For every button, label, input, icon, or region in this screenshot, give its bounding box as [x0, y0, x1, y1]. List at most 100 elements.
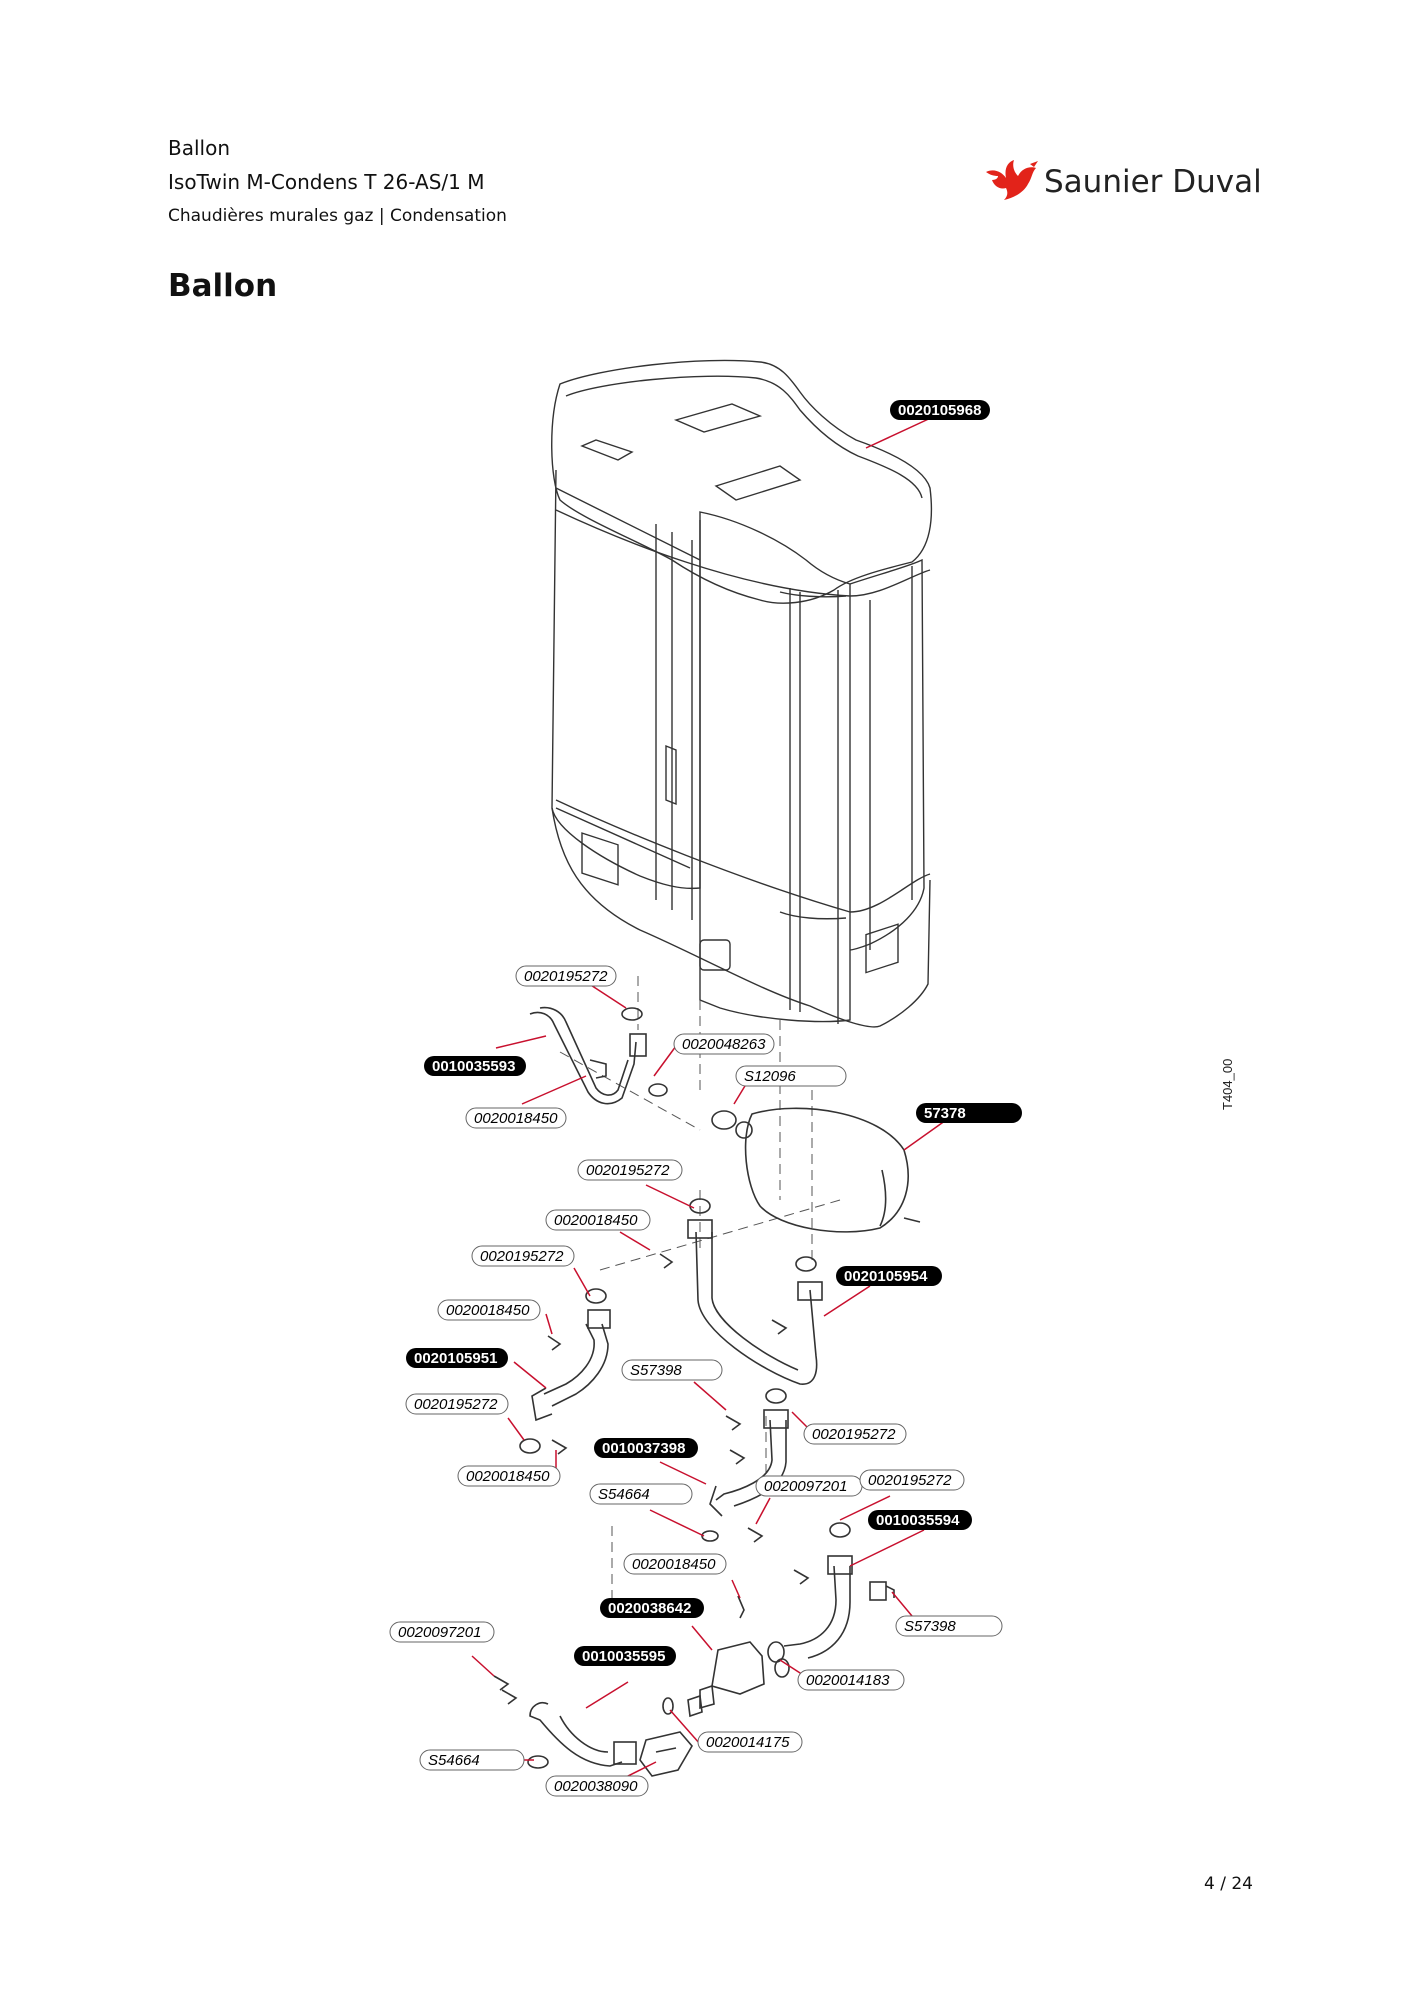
part-label: S57398 — [895, 1615, 1003, 1637]
part-label-code: 0020105951 — [414, 1350, 497, 1367]
part-label: S54664 — [419, 1749, 525, 1771]
part-label-highlighted: 0020105951 — [406, 1348, 508, 1368]
part-label-code: 57378 — [924, 1105, 966, 1122]
part-label-code: 0020097201 — [398, 1624, 481, 1641]
part-label-code: 0020195272 — [868, 1472, 952, 1489]
part-label-box — [895, 1615, 1003, 1637]
bird-logo-icon — [986, 160, 1038, 200]
part-label: 0020018450 — [545, 1209, 651, 1231]
part-label: 0020097201 — [755, 1475, 863, 1497]
brand-logo: Saunier Duval — [976, 156, 1276, 212]
part-callouts: 0020105968 0020195272 0010035593 0020048263… — [389, 400, 1022, 1797]
part-label-code: 0020048263 — [682, 1036, 766, 1053]
part-label-highlighted: 0010035595 — [574, 1646, 676, 1666]
part-label: 0020195272 — [803, 1423, 907, 1445]
part-label-highlighted: 0020038642 — [600, 1598, 704, 1618]
part-label-box — [803, 1423, 907, 1445]
part-label-code: 0020195272 — [480, 1248, 564, 1265]
part-label: 0020018450 — [465, 1107, 567, 1129]
part-label-box — [515, 965, 617, 987]
part-label: 0020195272 — [577, 1159, 683, 1181]
part-label-code: 0020014183 — [806, 1672, 890, 1689]
part-label-box — [600, 1598, 704, 1618]
part-label-code: 0020018450 — [474, 1110, 558, 1127]
part-label-code: 0020038642 — [608, 1600, 691, 1617]
part-label-code: 0010035595 — [582, 1648, 665, 1665]
part-label-code: S12096 — [744, 1068, 796, 1085]
brand-name: Saunier Duval — [1044, 164, 1262, 200]
part-label: 0020048263 — [673, 1033, 775, 1055]
part-label-code: 0020195272 — [586, 1162, 670, 1179]
drawing-code-text: T404_00 — [1220, 1059, 1235, 1110]
part-label: 0020195272 — [405, 1393, 509, 1415]
part-label-code: 0020097201 — [764, 1478, 847, 1495]
part-label-box — [437, 1299, 541, 1321]
part-label-code: S54664 — [598, 1486, 650, 1503]
part-label-code: 0020195272 — [524, 968, 608, 985]
part-label: S57398 — [621, 1359, 723, 1381]
part-label-code: 0020018450 — [446, 1302, 530, 1319]
part-label-box — [574, 1646, 676, 1666]
part-label: 0020018450 — [457, 1465, 561, 1487]
part-label-box — [465, 1107, 567, 1129]
part-label-box — [545, 1209, 651, 1231]
part-label: 0020195272 — [471, 1245, 575, 1267]
part-label-box — [406, 1348, 508, 1368]
part-label-code: 0020014175 — [706, 1734, 790, 1751]
part-label-highlighted: 0010035594 — [868, 1510, 972, 1530]
part-label-highlighted: 57378 — [916, 1103, 1022, 1123]
part-label-box — [424, 1056, 526, 1076]
part-label-highlighted: 0020105968 — [890, 400, 990, 420]
part-label-box — [545, 1775, 649, 1797]
part-label-box — [735, 1065, 847, 1087]
part-label-box — [589, 1483, 693, 1505]
part-label-box — [621, 1359, 723, 1381]
page-title: Ballon — [168, 268, 278, 304]
dashed-axis-lines — [559, 976, 841, 1600]
part-label: 0020195272 — [859, 1469, 965, 1491]
part-label-code: 0020105968 — [898, 402, 981, 419]
part-label-code: 0020018450 — [554, 1212, 638, 1229]
part-label-code: S54664 — [428, 1752, 480, 1769]
leader-lines — [471, 409, 957, 1789]
part-label-box — [457, 1465, 561, 1487]
part-label-box — [471, 1245, 575, 1267]
part-label: 0020014183 — [797, 1669, 905, 1691]
header-model: IsoTwin M-Condens T 26-AS/1 M — [168, 170, 485, 194]
part-label-highlighted: 0010035593 — [424, 1056, 526, 1076]
part-label-box — [836, 1266, 942, 1286]
part-label-code: S57398 — [630, 1362, 682, 1379]
part-label-box — [859, 1469, 965, 1491]
part-label-code: 0020018450 — [466, 1468, 550, 1485]
part-label-box — [577, 1159, 683, 1181]
part-label-highlighted: 0020105954 — [836, 1266, 942, 1286]
page-number: 4 / 24 — [1204, 1874, 1253, 1894]
part-label-code: 0010035593 — [432, 1058, 515, 1075]
part-label-box — [868, 1510, 972, 1530]
part-label-box — [419, 1749, 525, 1771]
part-label-box — [697, 1731, 803, 1753]
part-label-box — [594, 1438, 698, 1458]
tank-drawing — [551, 359, 933, 1028]
part-label-code: 0020038090 — [554, 1778, 638, 1795]
part-label: S12096 — [735, 1065, 847, 1087]
part-label-code: 0020195272 — [812, 1426, 896, 1443]
part-label-box — [890, 400, 990, 420]
part-label: 0020018450 — [437, 1299, 541, 1321]
part-label-box — [916, 1103, 1022, 1123]
part-label-code: 0020195272 — [414, 1396, 498, 1413]
part-label-box — [673, 1033, 775, 1055]
part-label-highlighted: 0010037398 — [594, 1438, 698, 1458]
part-label-code: S57398 — [904, 1618, 956, 1635]
part-label-box — [797, 1669, 905, 1691]
part-label: 0020038090 — [545, 1775, 649, 1797]
drawing-code: T404_00 — [1220, 1059, 1235, 1110]
part-label-code: 0010037398 — [602, 1440, 685, 1457]
part-label: 0020018450 — [623, 1553, 727, 1575]
part-label-box — [389, 1621, 495, 1643]
part-label-code: 0010035594 — [876, 1512, 960, 1529]
part-label: 0020097201 — [389, 1621, 495, 1643]
part-label-box — [405, 1393, 509, 1415]
part-label: 0020195272 — [515, 965, 617, 987]
